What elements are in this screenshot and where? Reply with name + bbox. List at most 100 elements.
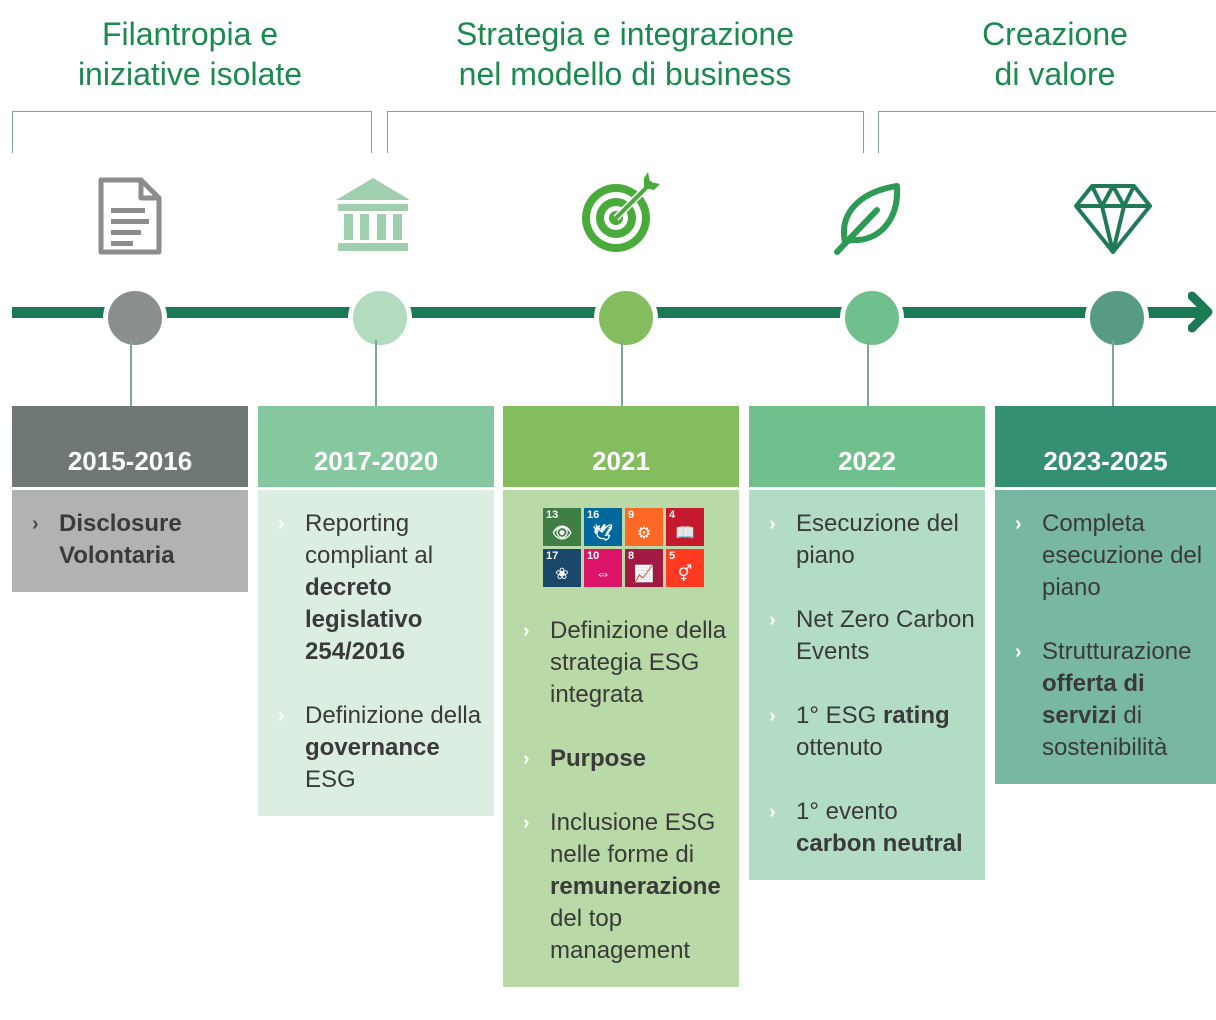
phase-title-line: Filantropia e [101,16,279,52]
sdg-glyph: 🕊 [592,525,614,542]
milestone-item: › Definizione della governance ESG [278,700,484,796]
leaf-icon [825,170,915,260]
milestone-period: 2017-2020 [258,406,494,490]
item-text: Disclosure Volontaria [59,510,182,569]
milestone-body: › Completa esecuzione del piano › Struttura… [995,490,1216,784]
sdg-tile-icon: 9⚙ [625,508,663,546]
item-text: Definizione della strategia ESG integrat… [550,617,727,708]
chevron-right-icon: › [523,812,530,834]
phase-title-line: nel modello di business [458,56,792,92]
sdg-glyph: 📈 [634,566,654,583]
milestone-item: › Reporting compliant al decreto legislat… [278,508,484,668]
phase-title-line: iniziative isolate [77,56,303,92]
sdg-number: 16 [587,509,600,521]
chevron-right-icon: › [32,513,39,535]
chevron-right-icon: › [769,801,776,823]
phase-bracket-3 [878,111,1216,153]
milestone-body: › Disclosure Volontaria [12,490,248,592]
item-text: Net Zero Carbon Events [796,606,975,665]
milestone-dot [1085,286,1149,350]
sdg-glyph: ⇔ [595,566,611,583]
sdg-number: 13 [546,509,559,521]
milestone-item: › Purpose [523,743,729,775]
milestone-item: › 1° evento carbon neutral [769,796,975,860]
item-text: ottenuto [796,734,883,761]
milestone-stem [375,340,377,406]
item-text: 1° ESG [796,702,883,729]
sdg-glyph: ❀ [555,566,569,583]
chevron-right-icon: › [769,513,776,535]
item-text: offerta di servizi [1042,670,1145,729]
chevron-right-icon: › [769,609,776,631]
chevron-right-icon: › [1015,513,1022,535]
sdg-glyph: 📖 [675,525,695,542]
milestone-stem [621,340,623,406]
milestone-period: 2021 [503,406,739,490]
chevron-right-icon: › [769,705,776,727]
milestone-item: › Completa esecuzione del piano [1015,508,1206,604]
milestone-card: 2022 › Esecuzione del piano › Net Zero Carbo… [749,406,985,880]
phase-bracket-1 [12,111,372,153]
item-text: carbon neutral [796,830,963,857]
phase-title-line: Strategia e integrazione [456,16,794,52]
phase-title-1: Filantropia e iniziative isolate [40,14,340,94]
item-text: governance [305,734,440,761]
item-text: Inclusione ESG nelle forme di [550,809,716,868]
arrow-right-icon [1187,290,1216,334]
sdg-tile-icon: 8📈 [625,549,663,587]
sdg-tile-icon: 5⚥ [666,549,704,587]
sdg-number: 8 [628,550,635,562]
sdg-glyph: 👁 [551,525,573,542]
milestone-body: 13👁16🕊9⚙4📖17❀10⇔8📈5⚥›Definizione della s… [503,490,739,987]
chevron-right-icon: › [278,705,285,727]
item-text: decreto legislativo 254/2016 [305,574,423,665]
milestone-item: › Strutturazione offerta di servizi di so… [1015,636,1206,764]
milestone-dot [594,286,658,350]
item-text: remunerazione [550,873,721,900]
item-text: Esecuzione del piano [796,510,959,569]
item-text: di sostenibilità [1042,702,1168,761]
chevron-right-icon: › [523,748,530,770]
milestone-dot [103,286,167,350]
sdg-icons: 13👁16🕊9⚙4📖17❀10⇔8📈5⚥ [543,508,729,587]
item-text: Strutturazione [1042,638,1192,665]
diamond-icon [1068,170,1158,260]
milestone-period: 2022 [749,406,985,490]
bank-icon [328,170,418,260]
milestone-card: 2023-2025›Completa esecuzione del piano›… [995,406,1216,784]
phase-bracket-2 [387,111,864,153]
milestone-card: 2015-2016 › Disclosure Volontaria [12,406,248,592]
chevron-right-icon: › [1015,641,1022,663]
sdg-number: 17 [546,550,559,562]
milestone-item: › 1° ESG rating ottenuto [769,700,975,764]
milestone-item: › Inclusione ESG nelle forme di remuneraz… [523,807,729,967]
milestone-stem [130,340,132,406]
milestone-item: › Esecuzione del piano [769,508,975,572]
milestone-dot [348,286,412,350]
sdg-tile-icon: 17 ❀ [543,549,581,587]
phase-title-line: di valore [994,56,1116,92]
sdg-tile-icon: 4📖 [666,508,704,546]
item-text: Completa esecuzione del piano [1042,510,1203,601]
sdg-glyph: ⚙ [636,525,652,542]
phase-title-2: Strategia e integrazione nel modello di … [410,14,840,94]
item-text: 1° evento [796,798,898,825]
milestone-stem [1112,340,1114,406]
chevron-right-icon: › [278,513,285,535]
item-text: Reporting compliant al [305,510,434,569]
item-text: rating [882,702,950,729]
milestone-dot [840,286,904,350]
sdg-number: 10 [587,550,600,562]
item-text: Purpose [550,745,647,772]
item-text: Definizione della [305,702,482,729]
sdg-tile-icon: 16 🕊 [584,508,622,546]
item-text: del top management [550,905,691,964]
item-text: ESG [305,766,356,793]
target-icon [574,170,664,260]
milestone-item: › Disclosure Volontaria [32,508,238,572]
milestone-body: › Esecuzione del piano › Net Zero Carbon Ev… [749,490,985,880]
milestone-period: 2015-2016 [12,406,248,490]
sdg-number: 5 [669,550,676,562]
milestone-body: › Reporting compliant al decreto legislat… [258,490,494,816]
